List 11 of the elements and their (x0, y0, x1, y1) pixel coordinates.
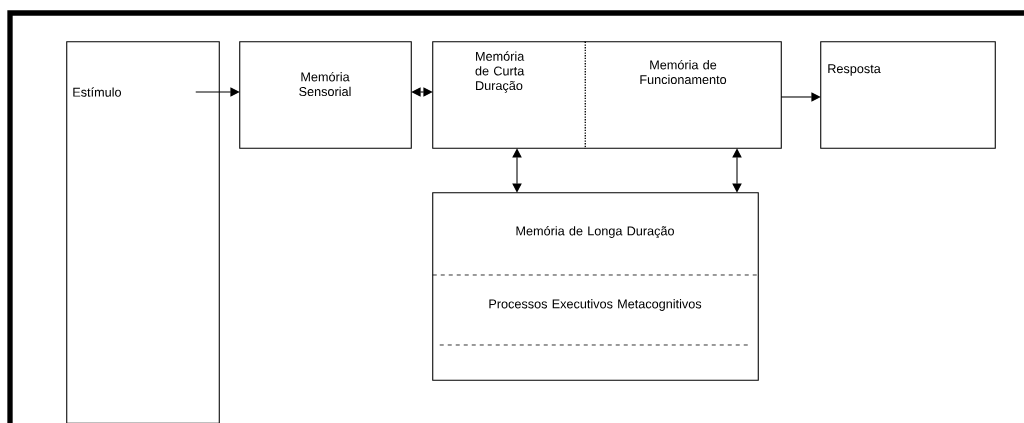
arrow (780, 92, 821, 102)
memory-box: Memória de Funcionamento (584, 41, 782, 149)
arrow (732, 148, 742, 193)
arrow (411, 87, 433, 97)
arrow (195, 87, 240, 97)
arrow (512, 148, 522, 193)
response-box: Resposta (820, 41, 996, 149)
stimulus-box: Estímulo (66, 41, 220, 423)
memory-box: Memória de Curta Duração (432, 41, 586, 149)
memory-box: Memória de Longa Duração Processos Executivos Metacognitivos (432, 192, 759, 381)
memory-box: Memória Sensorial (239, 41, 412, 149)
